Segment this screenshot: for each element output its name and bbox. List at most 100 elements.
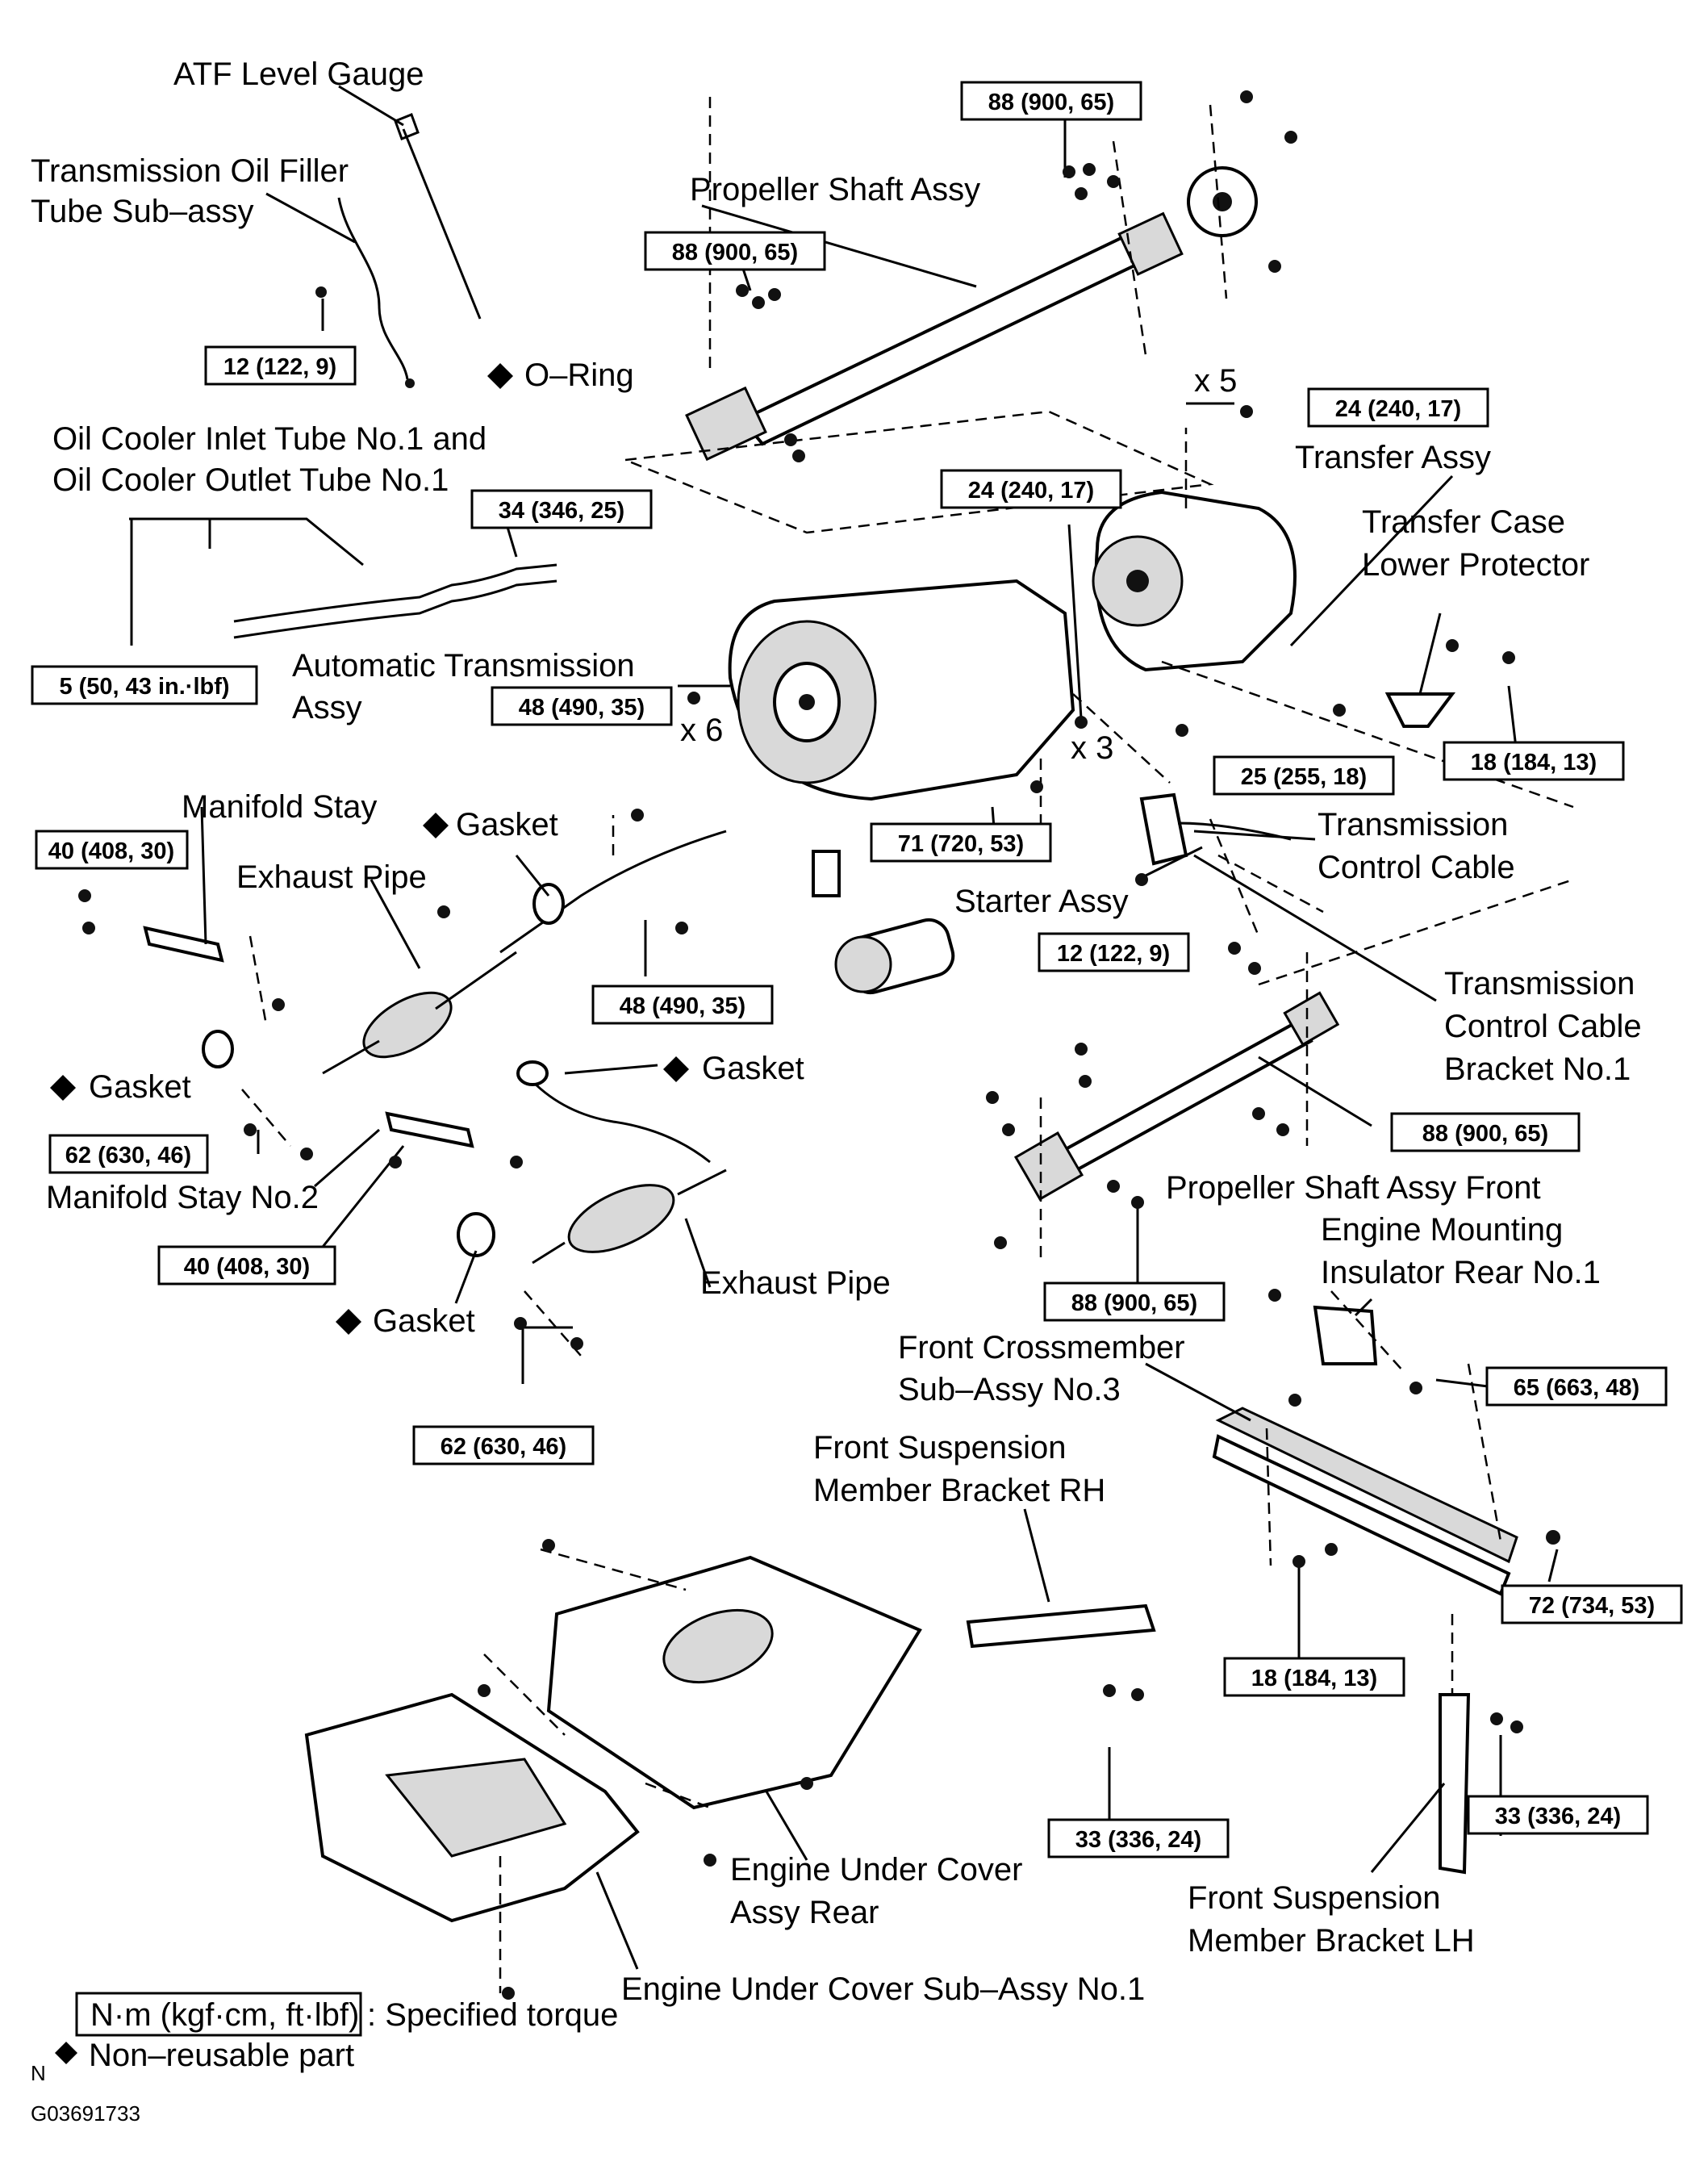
diamond-icon [423, 813, 449, 838]
label-atf-level-gauge: ATF Level Gauge [173, 56, 424, 92]
label-front-susp-rh-1: Front Suspension [813, 1430, 1067, 1465]
label-transfer-assy: Transfer Assy [1295, 440, 1491, 475]
legend: N·m (kgf·cm, ft·lbf) : Specified torque … [31, 1992, 618, 2126]
engine-under-cover-rear-part [546, 1555, 922, 1810]
diamond-icon [55, 2042, 77, 2064]
torque-value: 12 (122, 9) [1057, 941, 1170, 967]
torque-value: 72 (734, 53) [1529, 1593, 1655, 1619]
label-x5: x 5 [1194, 363, 1237, 399]
diamond-icon [336, 1309, 361, 1335]
label-tcc-bracket-2: Control Cable [1444, 1009, 1642, 1044]
propeller-shaft-part [685, 166, 1258, 462]
torque-value: 88 (900, 65) [1071, 1290, 1197, 1316]
torque-box: 62 (630, 46) [412, 1425, 595, 1465]
engine-under-cover-no1-part [304, 1692, 640, 1923]
label-manifold-stay: Manifold Stay [182, 789, 377, 825]
torque-value: 88 (900, 65) [1422, 1121, 1548, 1147]
torque-box: 5 (50, 43 in.·lbf) [31, 665, 258, 705]
label-gasket-top: Gasket [456, 807, 558, 842]
torque-box: 33 (336, 24) [1047, 1818, 1230, 1858]
legend-unit-text: : Specified torque [367, 1997, 618, 2033]
starter-assy-part [812, 850, 955, 995]
torque-box: 24 (240, 17) [940, 469, 1122, 509]
torque-box: 88 (900, 65) [960, 81, 1142, 121]
front-suspension-bracket-rh-part [966, 1603, 1156, 1649]
label-oil-cooler-2: Oil Cooler Outlet Tube No.1 [52, 462, 449, 498]
manifold-stay-part [143, 926, 474, 1148]
torque-box: 48 (490, 35) [491, 686, 673, 726]
transfer-case-protector-part [1384, 692, 1455, 728]
torque-box: 88 (900, 65) [1390, 1112, 1581, 1152]
torque-box: 88 (900, 65) [644, 231, 826, 271]
non-reusable-diamond-icons [50, 363, 689, 2064]
label-front-crossmember-1: Front Crossmember [898, 1330, 1185, 1365]
diamond-icon [50, 1075, 76, 1101]
label-starter-assy: Starter Assy [954, 884, 1129, 919]
label-engine-under-rear-2: Assy Rear [730, 1895, 879, 1930]
torque-value: 12 (122, 9) [223, 354, 336, 380]
torque-specs: 88 (900, 65) 88 (900, 65) 12 (122, 9) 24… [31, 81, 1683, 1858]
torque-box: 24 (240, 17) [1307, 387, 1489, 428]
label-x3: x 3 [1071, 730, 1113, 766]
label-gasket-bottom: Gasket [373, 1303, 475, 1339]
oil-filler-tube-part [315, 197, 415, 388]
automatic-transmission-part [728, 579, 1075, 801]
torque-box: 48 (490, 35) [591, 985, 774, 1025]
label-front-susp-lh-2: Member Bracket LH [1188, 1923, 1475, 1959]
torque-value: 48 (490, 35) [620, 993, 745, 1019]
torque-value: 40 (408, 30) [48, 838, 174, 864]
label-exhaust-pipe-bottom: Exhaust Pipe [700, 1265, 891, 1301]
torque-value: 24 (240, 17) [968, 478, 1094, 504]
label-front-crossmember-2: Sub–Assy No.3 [898, 1372, 1121, 1407]
legend-unit-box: N·m (kgf·cm, ft·lbf) [90, 1997, 359, 2033]
label-auto-trans-1: Automatic Transmission [292, 648, 635, 684]
torque-value: 34 (346, 25) [499, 498, 624, 524]
label-o-ring: O–Ring [524, 357, 634, 393]
label-oil-cooler-1: Oil Cooler Inlet Tube No.1 and [52, 421, 487, 457]
torque-box: 33 (336, 24) [1467, 1795, 1649, 1835]
torque-value: 33 (336, 24) [1495, 1804, 1621, 1829]
torque-box: 65 (663, 48) [1485, 1366, 1668, 1407]
front-suspension-bracket-lh-part [1439, 1693, 1471, 1875]
label-engine-under-rear-1: Engine Under Cover [730, 1852, 1022, 1888]
torque-value: 25 (255, 18) [1241, 764, 1367, 790]
torque-value: 88 (900, 65) [672, 240, 798, 265]
torque-box: 18 (184, 13) [1223, 1657, 1405, 1697]
label-gasket-left: Gasket [89, 1069, 191, 1105]
diamond-icon [487, 363, 513, 389]
torque-value: 71 (720, 53) [898, 831, 1024, 857]
torque-box: 34 (346, 25) [470, 489, 653, 529]
label-tcc-bracket-1: Transmission [1444, 966, 1635, 1001]
exhaust-pipe-bottom-part [531, 1080, 727, 1265]
torque-box: 71 (720, 53) [870, 822, 1052, 863]
label-auto-trans-2: Assy [292, 690, 362, 725]
torque-value: 88 (900, 65) [988, 90, 1114, 115]
diamond-icon [663, 1056, 689, 1082]
label-manifold-stay-2: Manifold Stay No.2 [46, 1180, 319, 1215]
torque-box: 12 (122, 9) [204, 345, 357, 386]
transfer-assy-part [1092, 490, 1297, 672]
label-trans-oil-filler-2: Tube Sub–assy [31, 194, 253, 229]
torque-box: 40 (408, 30) [35, 830, 189, 870]
label-exhaust-pipe-top: Exhaust Pipe [236, 859, 427, 895]
part-labels: ATF Level Gauge Transmission Oil Filler … [31, 56, 1642, 2007]
torque-value: 65 (663, 48) [1514, 1375, 1639, 1401]
torque-value: 18 (184, 13) [1471, 750, 1597, 776]
label-engine-under-no1: Engine Under Cover Sub–Assy No.1 [621, 1971, 1145, 2007]
legend-non-reusable: Non–reusable part [89, 2038, 354, 2073]
torque-value: 62 (630, 46) [441, 1434, 566, 1460]
torque-box: 25 (255, 18) [1213, 755, 1395, 796]
label-trans-oil-filler-1: Transmission Oil Filler [31, 153, 349, 189]
dashed-guides [241, 97, 1574, 1993]
torque-value: 24 (240, 17) [1335, 396, 1461, 422]
label-front-susp-lh-1: Front Suspension [1188, 1880, 1441, 1916]
front-crossmember-part [1212, 1407, 1518, 1596]
oil-cooler-tube-part [233, 563, 558, 639]
label-x6: x 6 [680, 713, 723, 748]
label-tcc-2: Control Cable [1318, 850, 1515, 885]
torque-box: 40 (408, 30) [157, 1245, 336, 1286]
label-engine-mount-2: Insulator Rear No.1 [1321, 1255, 1601, 1290]
label-engine-mount-1: Engine Mounting [1321, 1212, 1563, 1248]
atf-level-gauge-part [394, 113, 482, 320]
label-front-susp-rh-2: Member Bracket RH [813, 1473, 1105, 1508]
